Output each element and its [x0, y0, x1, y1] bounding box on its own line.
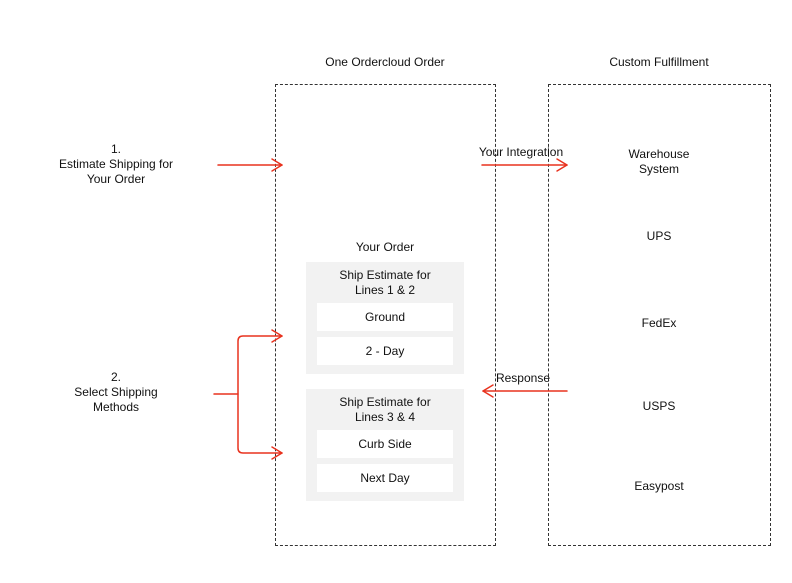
option-curb-side[interactable]: Curb Side [317, 430, 453, 458]
order-container [275, 84, 496, 546]
fulfillment-column-title: Custom Fulfillment [609, 55, 709, 69]
carrier-ups: UPS [646, 229, 672, 243]
step-2-line1: Select Shipping [74, 385, 158, 399]
group-2-title: Ship Estimate for Lines 3 & 4 [306, 395, 464, 425]
step-2-label: 2. Select Shipping Methods [40, 370, 192, 415]
group-1-title-line1: Ship Estimate for [339, 268, 431, 282]
arrow-group [213, 158, 568, 460]
carrier-easypost: Easypost [634, 479, 684, 493]
response-label: Response [495, 371, 551, 385]
carrier-usps: USPS [642, 399, 676, 413]
ship-estimate-group-2: Ship Estimate for Lines 3 & 4 Curb Side … [306, 389, 464, 501]
step-2-line2: Methods [92, 400, 140, 414]
group-2-title-line1: Ship Estimate for [339, 395, 431, 409]
your-order-title: Your Order [355, 240, 415, 254]
step-1-arrow-head [271, 158, 283, 172]
warehouse-line2: System [638, 162, 679, 176]
step-2-arrow-head-top [271, 329, 283, 343]
option-next-day[interactable]: Next Day [317, 464, 453, 492]
response-arrow-head [482, 384, 494, 398]
step-2-number: 2. [110, 370, 121, 384]
step-1-number: 1. [110, 142, 121, 156]
integration-arrow-head [556, 158, 568, 172]
order-column-title: One Ordercloud Order [325, 55, 445, 69]
fulfillment-container [548, 84, 771, 546]
option-ground[interactable]: Ground [317, 303, 453, 331]
carrier-fedex: FedEx [641, 316, 677, 330]
warehouse-line1: Warehouse [628, 147, 690, 161]
option-2-day[interactable]: 2 - Day [317, 337, 453, 365]
integration-label: Your Integration [478, 145, 564, 159]
step-2-bracket [237, 335, 283, 454]
step-1-line2: Your Order [86, 172, 146, 186]
group-1-title-line2: Lines 1 & 2 [354, 283, 416, 297]
warehouse-system-label: Warehouse System [598, 147, 720, 177]
group-1-title: Ship Estimate for Lines 1 & 2 [306, 268, 464, 298]
step-1-line1: Estimate Shipping for [58, 157, 174, 171]
group-2-title-line2: Lines 3 & 4 [354, 410, 416, 424]
ship-estimate-group-1: Ship Estimate for Lines 1 & 2 Ground 2 -… [306, 262, 464, 374]
step-2-arrow-head-bottom [271, 446, 283, 460]
step-1-label: 1. Estimate Shipping for Your Order [40, 142, 192, 187]
